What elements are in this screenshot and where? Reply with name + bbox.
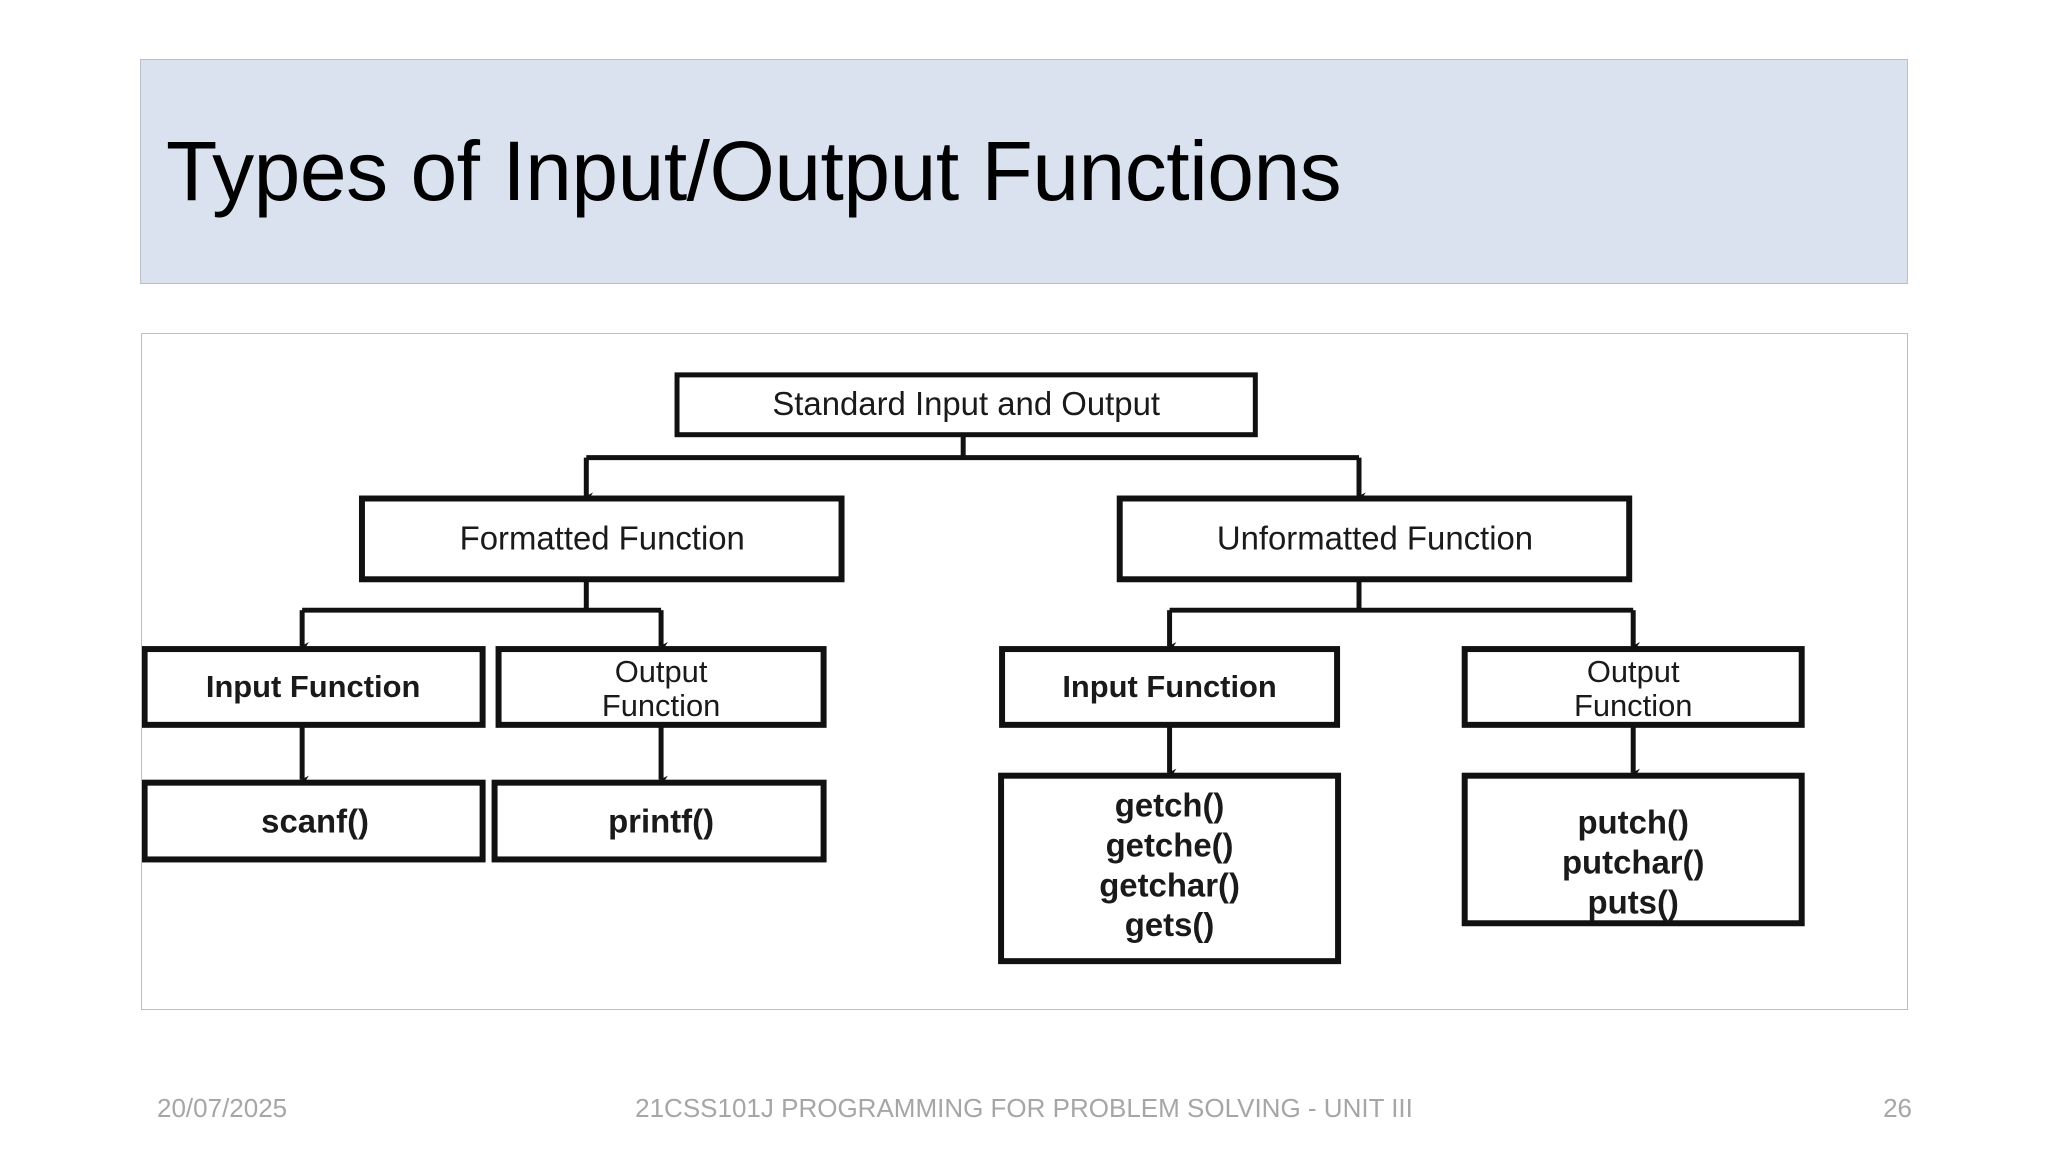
node-printf: printf()	[491, 779, 827, 863]
flowchart-connectors	[299, 433, 1640, 784]
node-formatted-input-function-label: Input Function	[206, 669, 420, 704]
node-unformatted-output-function-label-line2: Function	[1574, 688, 1692, 723]
slide-title-block: Types of Input/Output Functions	[140, 59, 1908, 284]
footer-course-title: 21CSS101J PROGRAMMING FOR PROBLEM SOLVIN…	[635, 1093, 1413, 1123]
node-unformatted-input-function: Input Function	[999, 646, 1341, 728]
node-unformatted-output-leaf: putch() putchar() puts()	[1461, 772, 1805, 927]
node-formatted-output-function-label-line2: Function	[602, 688, 720, 723]
node-putchar-label: putchar()	[1562, 843, 1705, 880]
node-unformatted-output-function: Output Function	[1461, 646, 1805, 728]
node-formatted-function-label: Formatted Function	[460, 519, 745, 556]
node-getch-label: getch()	[1115, 787, 1225, 824]
node-gets-label: gets()	[1125, 906, 1215, 943]
node-formatted-output-function-label-line1: Output	[615, 654, 708, 689]
node-scanf-label: scanf()	[261, 803, 369, 840]
node-putch-label: putch()	[1577, 804, 1688, 841]
node-puts-label: puts()	[1588, 883, 1679, 920]
node-standard-input-output-label: Standard Input and Output	[772, 385, 1160, 422]
node-standard-input-output: Standard Input and Output	[674, 372, 1258, 438]
footer-date: 20/07/2025	[157, 1093, 288, 1123]
io-functions-flowchart: Standard Input and Output Formatted Func…	[142, 334, 1907, 1009]
node-unformatted-input-function-label: Input Function	[1062, 669, 1276, 704]
node-scanf: scanf()	[142, 779, 486, 863]
node-unformatted-function-label: Unformatted Function	[1217, 519, 1533, 556]
node-printf-label: printf()	[608, 803, 714, 840]
node-formatted-input-function: Input Function	[142, 646, 486, 728]
node-getchar-label: getchar()	[1099, 866, 1240, 903]
node-unformatted-function: Unformatted Function	[1116, 495, 1633, 583]
node-formatted-output-function: Output Function	[495, 646, 827, 728]
content-placeholder: Standard Input and Output Formatted Func…	[141, 333, 1908, 1010]
node-formatted-function: Formatted Function	[358, 495, 845, 583]
footer-page-number: 26	[1883, 1093, 1912, 1123]
page-title: Types of Input/Output Functions	[166, 124, 1342, 219]
node-unformatted-input-leaf: getch() getche() getchar() gets()	[998, 772, 1342, 965]
node-unformatted-output-function-label-line1: Output	[1587, 654, 1680, 689]
flowchart-svg: Standard Input and Output Formatted Func…	[142, 372, 1805, 965]
node-getche-label: getche()	[1106, 826, 1234, 863]
